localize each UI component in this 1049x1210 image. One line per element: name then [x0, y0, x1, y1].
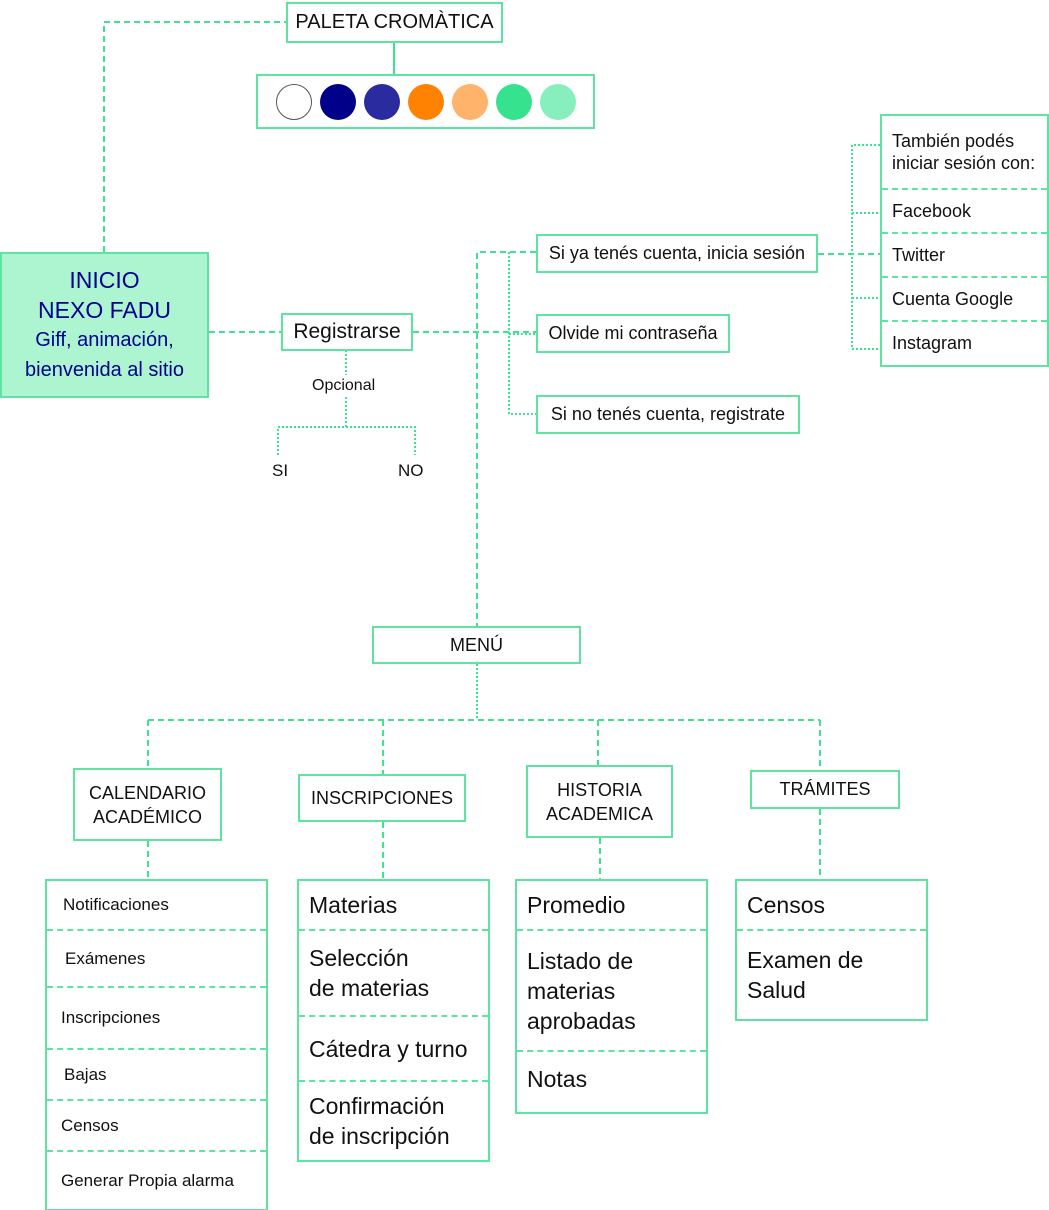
home-title: INICIO [69, 267, 140, 293]
list-item-label: Listado de [527, 947, 634, 974]
section-title-line: ACADEMICA [545, 803, 653, 824]
social-twitter[interactable]: Twitter [882, 234, 1047, 278]
home-node[interactable]: INICIO NEXO FADU Giff, animación, bienve… [0, 252, 209, 398]
historia-list: Promedio Listado de materias aprobadas Not… [515, 879, 708, 1114]
list-item-label: Censos [61, 1115, 119, 1135]
optional-label: Opcional [312, 377, 376, 394]
section-title-line: ACADÉMICO [92, 806, 202, 827]
list-item-label: Generar Propia alarma [61, 1170, 234, 1190]
list-item-label: Notificaciones [63, 895, 169, 914]
color-swatch [275, 83, 312, 120]
list-item-label: Cátedra y turno [309, 1035, 468, 1062]
section-historia[interactable]: HISTORIA ACADEMICA [526, 765, 673, 838]
inscripciones-list: Materias Selección de materias Cátedra y … [297, 879, 490, 1162]
auth-forgot-password[interactable]: Olvide mi contraseña [536, 314, 730, 353]
palette-swatches [256, 74, 595, 129]
social-google-label: Cuenta Google [892, 288, 1014, 309]
option-no[interactable]: NO [398, 461, 424, 480]
social-instagram[interactable]: Instagram [882, 322, 1047, 365]
social-header-line-2: iniciar sesión con: [892, 153, 1036, 173]
connector-home-palette [103, 21, 286, 252]
tramites-list: Censos Examen de Salud [735, 879, 928, 1021]
list-item-label: de materias [309, 975, 430, 1001]
auth-login-label: Si ya tenés cuenta, inicia sesión [548, 243, 806, 263]
option-yes[interactable]: SI [272, 461, 289, 480]
color-swatch [407, 83, 444, 120]
list-item-label: Censos [747, 892, 825, 918]
section-title-line: TRÁMITES [779, 779, 871, 799]
home-desc-1: Giff, animación, [35, 329, 174, 351]
section-title-line: HISTORIA [557, 779, 642, 800]
list-item[interactable]: Notas [517, 1052, 706, 1110]
list-item-label: Notas [527, 1066, 588, 1092]
color-swatch [451, 83, 488, 120]
list-item-label: Selección [309, 945, 409, 971]
list-item[interactable]: Materias [299, 881, 488, 931]
list-item[interactable]: Bajas [47, 1050, 266, 1101]
social-header-line-1: También podés [892, 131, 1015, 151]
list-item-label: Examen de [747, 947, 864, 973]
section-calendario[interactable]: CALENDARIO ACADÉMICO [73, 768, 222, 841]
list-item[interactable]: Selección de materias [299, 931, 488, 1017]
list-item-label: Confirmación [309, 1093, 445, 1119]
social-google[interactable]: Cuenta Google [882, 278, 1047, 322]
menu-label: MENÚ [450, 634, 503, 655]
list-item-label: materias [527, 977, 616, 1004]
list-item-label: Inscripciones [61, 1008, 161, 1027]
list-item[interactable]: Listado de materias aprobadas [517, 931, 706, 1052]
section-tramites[interactable]: TRÁMITES [750, 770, 900, 809]
social-facebook-label: Facebook [892, 200, 972, 221]
list-item-label: Exámenes [65, 948, 146, 968]
list-item-label: Promedio [527, 892, 626, 918]
list-item-label: aprobadas [527, 1007, 636, 1034]
social-twitter-label: Twitter [892, 244, 946, 265]
menu-node[interactable]: MENÚ [372, 626, 581, 664]
list-item[interactable]: Cátedra y turno [299, 1017, 488, 1082]
list-item[interactable]: Examen de Salud [737, 931, 926, 1019]
section-inscripciones[interactable]: INSCRIPCIONES [298, 774, 466, 822]
color-swatch [319, 83, 356, 120]
register-node[interactable]: Registrarse [281, 313, 413, 351]
list-item[interactable]: Generar Propia alarma [47, 1152, 266, 1209]
auth-login[interactable]: Si ya tenés cuenta, inicia sesión [536, 234, 818, 273]
section-title-line: CALENDARIO [88, 782, 207, 803]
home-desc-2: bienvenida al sitio [25, 359, 184, 381]
palette-title: PALETA CROMÀTICA [295, 11, 494, 33]
list-item-label: Materias [309, 892, 398, 918]
calendario-list: Notificaciones Exámenes Inscripciones Ba… [45, 879, 268, 1210]
color-swatch [495, 83, 532, 120]
list-item[interactable]: Censos [47, 1101, 266, 1152]
list-item[interactable]: Exámenes [47, 931, 266, 988]
social-login-header: También podés iniciar sesión con: [882, 116, 1047, 190]
social-instagram-label: Instagram [892, 333, 973, 353]
list-item[interactable]: Confirmación de inscripción [299, 1082, 488, 1160]
auth-register-label: Si no tenés cuenta, registrate [550, 404, 786, 424]
palette-title-box: PALETA CROMÀTICA [286, 2, 503, 43]
color-swatch [539, 83, 576, 120]
auth-register[interactable]: Si no tenés cuenta, registrate [536, 395, 800, 434]
list-item-label: Salud [747, 977, 806, 1003]
register-label: Registrarse [293, 320, 401, 343]
list-item[interactable]: Notificaciones [47, 881, 266, 931]
list-item[interactable]: Inscripciones [47, 988, 266, 1050]
home-subtitle: NEXO FADU [38, 297, 171, 323]
color-swatch [363, 83, 400, 120]
auth-forgot-label: Olvide mi contraseña [548, 323, 718, 343]
list-item-label: de inscripción [309, 1123, 450, 1149]
social-login-list: También podés iniciar sesión con: Facebo… [880, 114, 1049, 367]
section-title-line: INSCRIPCIONES [310, 787, 454, 808]
list-item[interactable]: Promedio [517, 881, 706, 931]
social-facebook[interactable]: Facebook [882, 190, 1047, 234]
list-item[interactable]: Censos [737, 881, 926, 931]
list-item-label: Bajas [64, 1064, 107, 1084]
